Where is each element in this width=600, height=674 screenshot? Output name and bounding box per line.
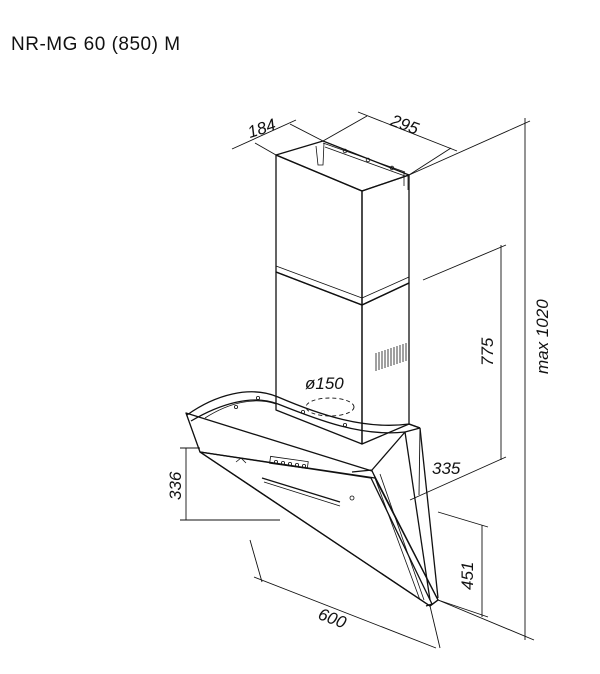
svg-text:max 1020: max 1020 <box>533 299 552 374</box>
svg-text:775: 775 <box>478 337 497 366</box>
duct-diameter-label: ø150 <box>305 374 344 393</box>
svg-text:600: 600 <box>316 605 350 633</box>
svg-text:295: 295 <box>387 111 422 139</box>
dim-max-1020: max 1020 <box>408 118 552 641</box>
dim-775: 775 <box>422 244 507 460</box>
chimney-upper <box>275 140 410 306</box>
hood-canopy <box>186 391 439 601</box>
dim-295: 295 <box>322 111 458 176</box>
dim-336: 336 <box>166 447 280 521</box>
duct-outlet <box>305 397 355 417</box>
glass-panel <box>185 412 439 607</box>
chimney-lower <box>275 271 410 445</box>
svg-text:336: 336 <box>166 471 185 500</box>
svg-text:184: 184 <box>245 115 278 142</box>
vent-grille <box>375 343 407 371</box>
dim-335: 335 <box>409 427 507 501</box>
svg-text:451: 451 <box>458 562 477 590</box>
dim-451: 451 <box>437 511 489 618</box>
model-title: NR-MG 60 (850) M <box>11 34 181 55</box>
svg-text:335: 335 <box>432 459 461 478</box>
control-panel <box>235 455 355 507</box>
dim-184: 184 <box>231 115 324 156</box>
